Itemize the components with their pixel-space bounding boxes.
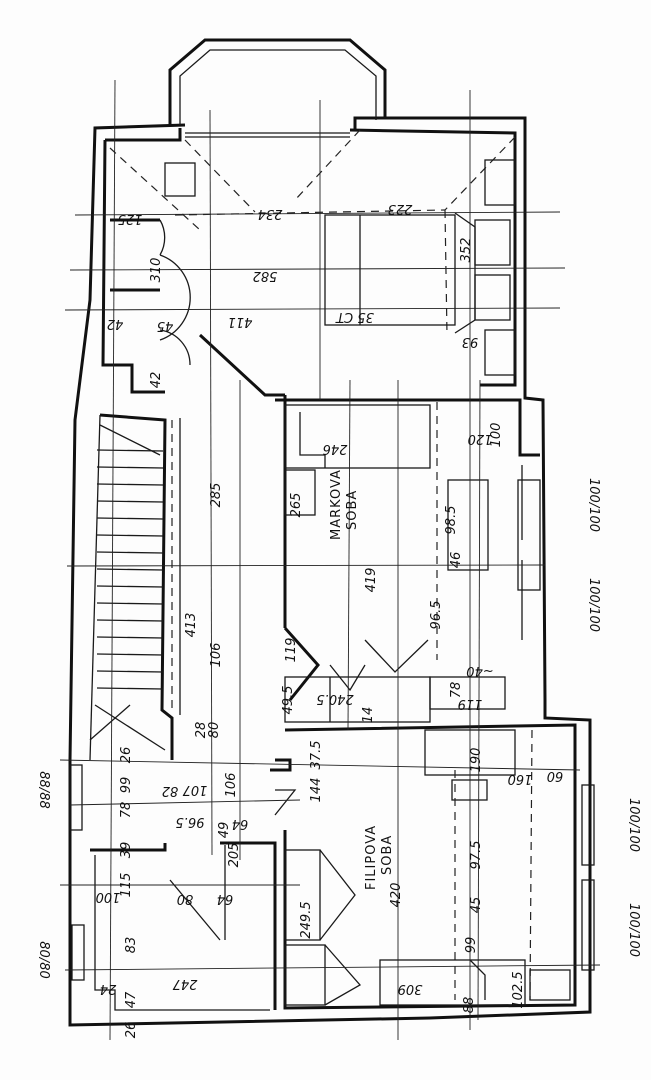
- dimension-label: 119: [284, 638, 299, 663]
- dimension-label: 64: [232, 816, 249, 831]
- dimension-label: 24: [100, 981, 117, 996]
- marko-room: [275, 395, 541, 723]
- dimension-label: 115: [119, 873, 134, 898]
- stair-tread: [96, 653, 164, 656]
- stair-tread: [96, 517, 164, 520]
- dimension-label: 190: [469, 748, 484, 773]
- stair-tread: [96, 687, 164, 690]
- room-label-filip-line2: SOBA: [380, 835, 395, 875]
- dimension-label: 125: [118, 211, 143, 226]
- stair-tread: [96, 602, 164, 605]
- staircase: [89, 413, 181, 761]
- dimension-label: 106: [224, 773, 239, 798]
- dimension-label: 160: [508, 771, 533, 786]
- dimension-label: 99: [119, 777, 134, 794]
- dimension-label: 46: [449, 552, 464, 569]
- room-label-marko-line1: MARKOVA: [329, 469, 344, 540]
- room-label-marko: MARKOVA SOBA: [329, 469, 360, 540]
- dimension-label: 246: [323, 441, 348, 456]
- dimension-label: 45: [469, 897, 484, 914]
- dimension-label: 352: [459, 238, 474, 263]
- dimension-label: 100/100: [626, 903, 641, 957]
- stair-tread: [96, 585, 164, 588]
- dimension-label: 93: [462, 334, 479, 349]
- dimension-label: 234: [258, 206, 283, 221]
- dimension-label: 120: [468, 431, 493, 446]
- dimension-label: 99: [464, 937, 479, 954]
- dimension-label: 28: [194, 722, 209, 739]
- dimension-label: 88/88: [36, 771, 51, 808]
- dimension-label: 60: [547, 768, 564, 783]
- stair-tread: [96, 483, 164, 486]
- dimension-label: 83: [124, 937, 139, 954]
- dimension-label: 80: [177, 891, 194, 906]
- dimension-label: 78: [119, 802, 134, 819]
- dimension-label: 47: [124, 991, 139, 1008]
- master-bedroom: [109, 129, 516, 397]
- dimension-label: 582: [253, 268, 278, 283]
- dimension-label: 119: [458, 696, 483, 711]
- dimension-label: 102.5: [511, 971, 526, 1008]
- dimension-label: 144: [309, 778, 324, 803]
- dimension-label: 100/100: [586, 478, 601, 532]
- dimension-label: 420: [389, 883, 404, 908]
- dimension-label: 309: [398, 981, 423, 996]
- dimension-label: 37.5: [309, 741, 324, 770]
- stair-tread: [96, 500, 164, 503]
- dimension-label: 26: [124, 1022, 139, 1039]
- stair-tread: [96, 534, 164, 537]
- dimension-label: 100: [489, 423, 504, 448]
- dimension-label: 107: [182, 782, 208, 797]
- dimension-label: 49: [217, 822, 232, 839]
- dimension-label: 411: [228, 314, 253, 329]
- dimension-label: 249.5: [299, 901, 314, 938]
- dimension-label: 80: [207, 722, 222, 739]
- dimension-label: 96.5: [176, 814, 205, 829]
- stair-tread: [96, 619, 164, 622]
- dimension-label: 80/80: [36, 941, 51, 978]
- dimension-label: ~40: [466, 663, 493, 678]
- dimension-labels: 125 234 223 310 582 352 42 45 411 35 CT 93 42 246 120…: [36, 201, 641, 1038]
- filip-room: [283, 723, 595, 1010]
- dimension-label: 100/100: [586, 578, 601, 632]
- dimension-label: 42: [107, 316, 124, 331]
- stair-tread: [96, 636, 164, 639]
- dimension-label: 285: [209, 483, 224, 508]
- dimension-label: 96.5: [429, 601, 444, 630]
- stair-tread: [96, 670, 164, 673]
- room-label-filip: FILIPOVA SOBA: [364, 825, 395, 890]
- dimension-label: 64: [217, 891, 234, 906]
- dimension-label: 419: [364, 568, 379, 593]
- dimension-label: 310: [149, 258, 164, 283]
- dimension-label: 205: [227, 843, 242, 868]
- dimension-label: 35 CT: [335, 309, 374, 324]
- room-label-filip-line1: FILIPOVA: [364, 825, 379, 890]
- dimension-label: 106: [209, 643, 224, 668]
- lower-left-room: [69, 758, 297, 1011]
- dimension-label: 45: [157, 318, 174, 333]
- dimension-label: 223: [388, 201, 413, 216]
- dimension-label: 82: [162, 783, 179, 798]
- dimension-label: 413: [184, 613, 199, 638]
- dimension-label: 39: [119, 842, 134, 859]
- dimension-label: 247: [172, 976, 198, 991]
- outer-walls: [68, 38, 592, 1027]
- dimension-label: 88: [462, 997, 477, 1014]
- dimension-label: 98.5: [444, 506, 459, 535]
- dimension-label: 100/100: [626, 798, 641, 852]
- dimension-label: 97.5: [469, 841, 484, 870]
- stair-tread: [96, 551, 164, 554]
- dimension-label: 26: [119, 747, 134, 764]
- dimension-label: 265: [289, 493, 304, 518]
- dimension-label: 49.5: [281, 686, 296, 715]
- dimension-label: 100: [96, 889, 121, 904]
- stair-tread: [96, 568, 164, 571]
- room-label-marko-line2: SOBA: [345, 490, 360, 530]
- stair-tread: [96, 466, 164, 469]
- dimension-label: 240.5: [316, 691, 353, 706]
- dimension-label: 78: [449, 682, 464, 699]
- dimension-lines: [59, 79, 601, 1041]
- dimension-label: 14: [361, 707, 376, 724]
- dimension-label: 42: [149, 372, 164, 389]
